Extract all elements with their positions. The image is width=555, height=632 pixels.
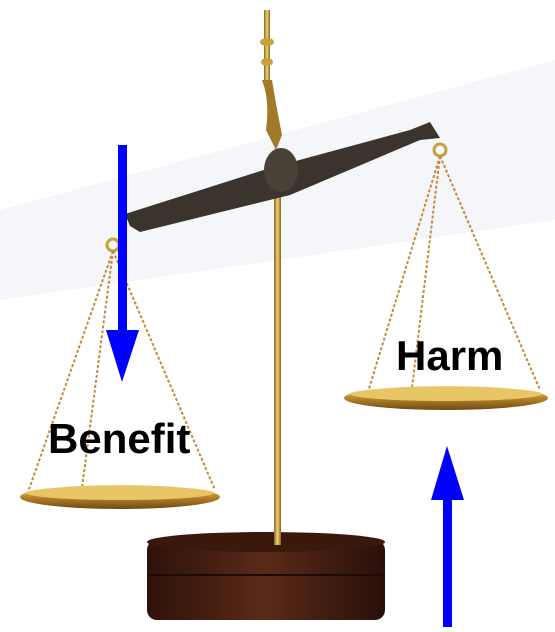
central-pole <box>260 10 282 545</box>
right-pan <box>344 142 548 410</box>
benefit-label: Benefit <box>48 415 191 462</box>
balance-beam <box>125 122 440 232</box>
benefit-down-arrow <box>106 145 139 382</box>
left-pan <box>20 237 220 509</box>
wooden-base <box>147 532 385 620</box>
harm-label: Harm <box>396 332 504 379</box>
harm-up-arrow <box>431 446 464 627</box>
